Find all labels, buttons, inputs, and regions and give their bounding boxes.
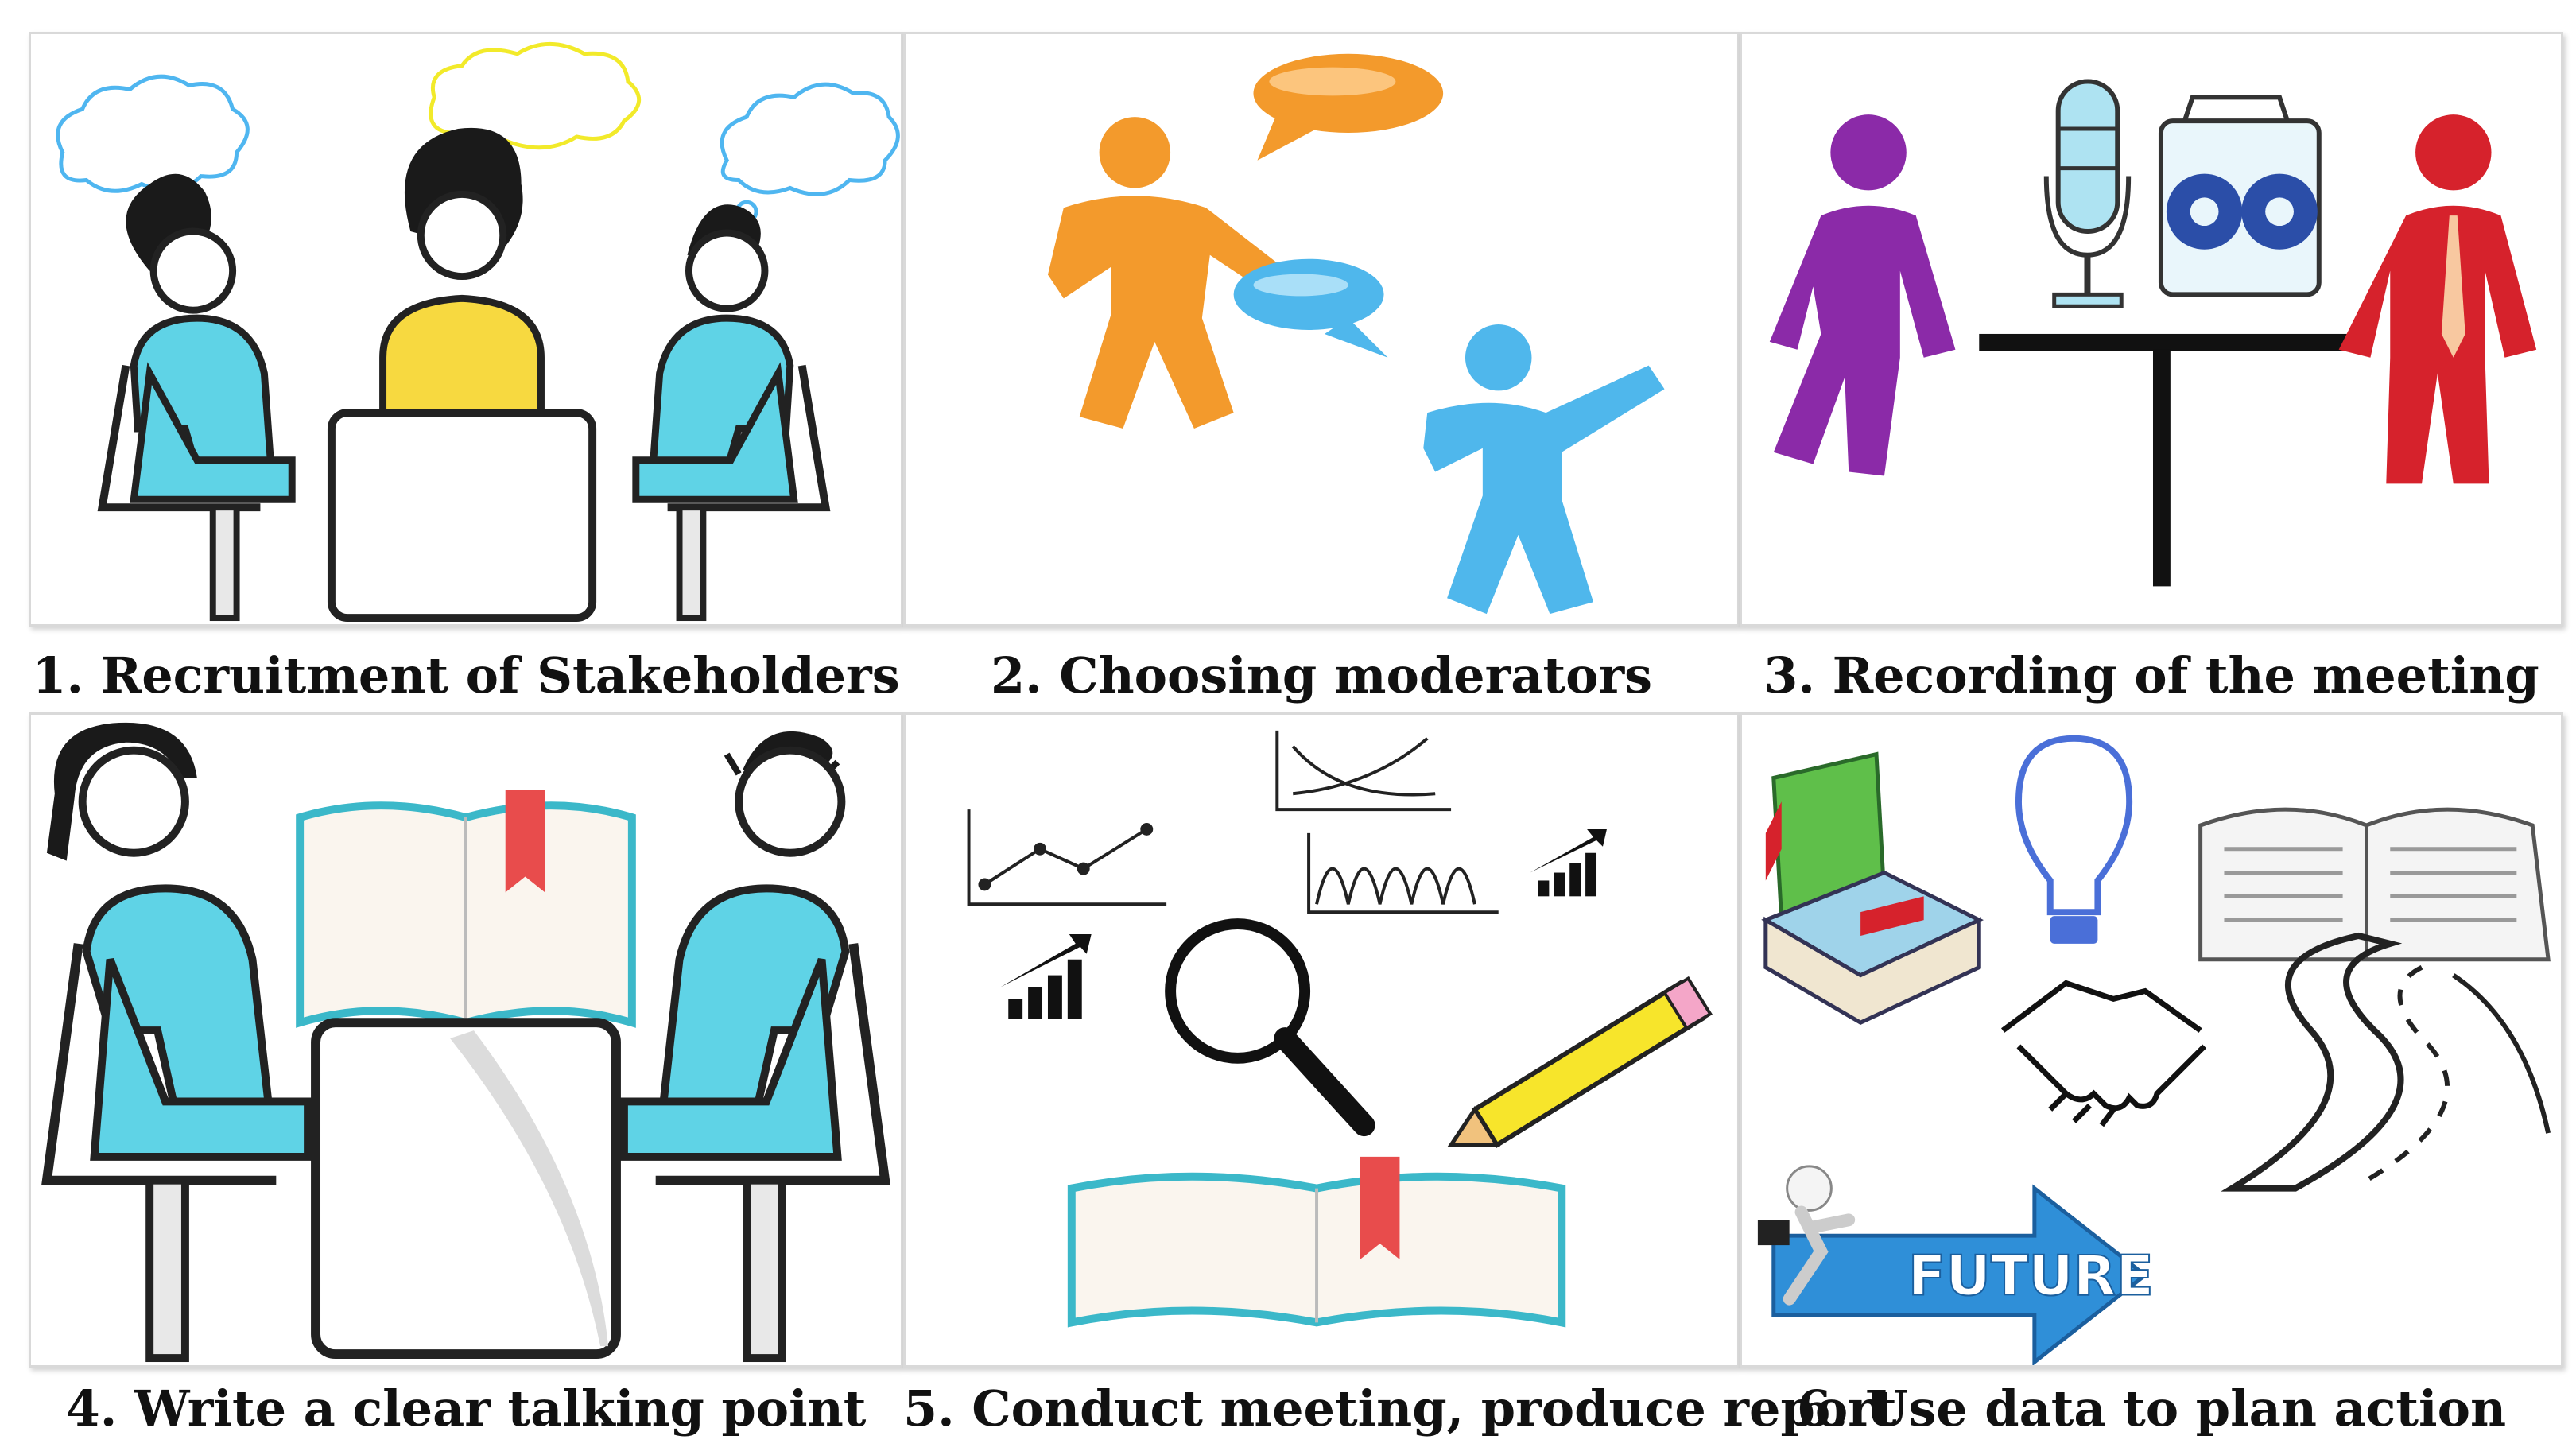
bar-chart-icon — [1530, 828, 1607, 897]
step-caption: 5. Conduct meeting, produce report — [903, 1379, 1897, 1438]
table-icon — [327, 409, 597, 623]
table-icon — [1979, 333, 2351, 587]
pencil-icon — [1447, 976, 1713, 1149]
wave-chart-icon — [1307, 832, 1499, 914]
table-icon — [311, 1018, 621, 1360]
future-label: FUTURE — [1908, 1244, 2154, 1309]
panel-talking-point — [29, 712, 903, 1368]
speech-bubble-icon — [1253, 53, 1444, 161]
panel-plan-action: FUTURE — [1740, 712, 2563, 1368]
road-icon — [2221, 932, 2551, 1192]
open-book-icon — [2198, 807, 2551, 962]
light-bulb-icon — [2015, 735, 2133, 944]
bar-chart-icon — [1000, 933, 1092, 1019]
person-icon — [1769, 114, 1956, 476]
open-book-icon — [296, 790, 636, 1028]
person-icon — [632, 204, 831, 622]
person-icon — [41, 722, 312, 1363]
person-icon — [379, 127, 545, 417]
panel-recruitment — [29, 32, 903, 627]
curve-chart-icon — [1275, 730, 1452, 812]
person-icon — [619, 731, 890, 1363]
microphone-icon — [2043, 79, 2132, 308]
step-caption: 6. Use data to plan action — [1796, 1379, 2507, 1438]
speech-bubble-icon — [1233, 258, 1388, 358]
step-caption: 2. Choosing moderators — [990, 646, 1653, 704]
panel-report — [903, 712, 1740, 1368]
step-caption: 3. Recording of the meeting — [1763, 646, 2539, 704]
handshake-icon — [2001, 980, 2207, 1127]
step-caption: 4. Write a clear talking point — [65, 1379, 867, 1438]
person-icon — [1047, 117, 1278, 429]
step-caption: 1. Recruitment of Stakeholders — [32, 646, 900, 704]
panel-moderators — [903, 32, 1740, 627]
books-icon — [1761, 751, 1984, 1025]
person-icon — [97, 173, 296, 622]
person-icon — [2338, 114, 2537, 484]
panel-recording — [1740, 32, 2563, 627]
radio-icon — [2158, 95, 2322, 297]
magnifier-icon — [1165, 918, 1375, 1137]
line-chart-icon — [967, 809, 1167, 906]
future-arrow-icon: FUTURE — [1757, 1165, 2155, 1365]
person-icon — [1423, 324, 1665, 615]
open-book-icon — [1067, 1156, 1566, 1328]
